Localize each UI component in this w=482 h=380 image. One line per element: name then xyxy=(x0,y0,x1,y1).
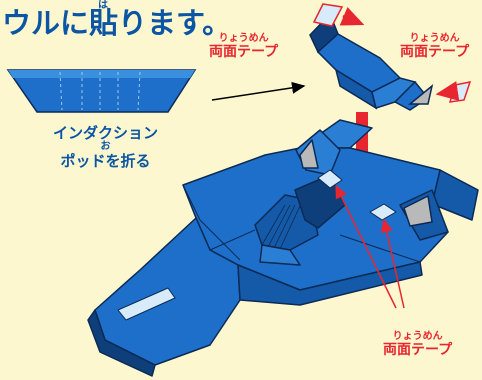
tape-arrow-top xyxy=(339,7,365,26)
fold-instruction-label: インダクション お ポッドを折る xyxy=(53,124,159,170)
tape-piece-top xyxy=(312,3,344,27)
tape-pointer-lines xyxy=(335,184,405,309)
tape-arrow-right xyxy=(435,81,460,101)
vehicle-body xyxy=(87,119,479,377)
title-furigana: は xyxy=(98,0,108,11)
tape-label-top-left: りょうめん 両面テープ xyxy=(209,33,279,60)
tape-label-bottom: りょうめん 両面テープ xyxy=(383,331,453,358)
fold-arrow xyxy=(211,81,306,101)
folded-induction-pod xyxy=(309,12,434,111)
flat-induction-pod-piece xyxy=(6,69,197,113)
instruction-title: ウルに貼ります。 xyxy=(2,6,232,40)
tape-piece-right xyxy=(448,81,472,103)
tape-label-top-right: りょうめん 両面テープ xyxy=(400,33,470,60)
